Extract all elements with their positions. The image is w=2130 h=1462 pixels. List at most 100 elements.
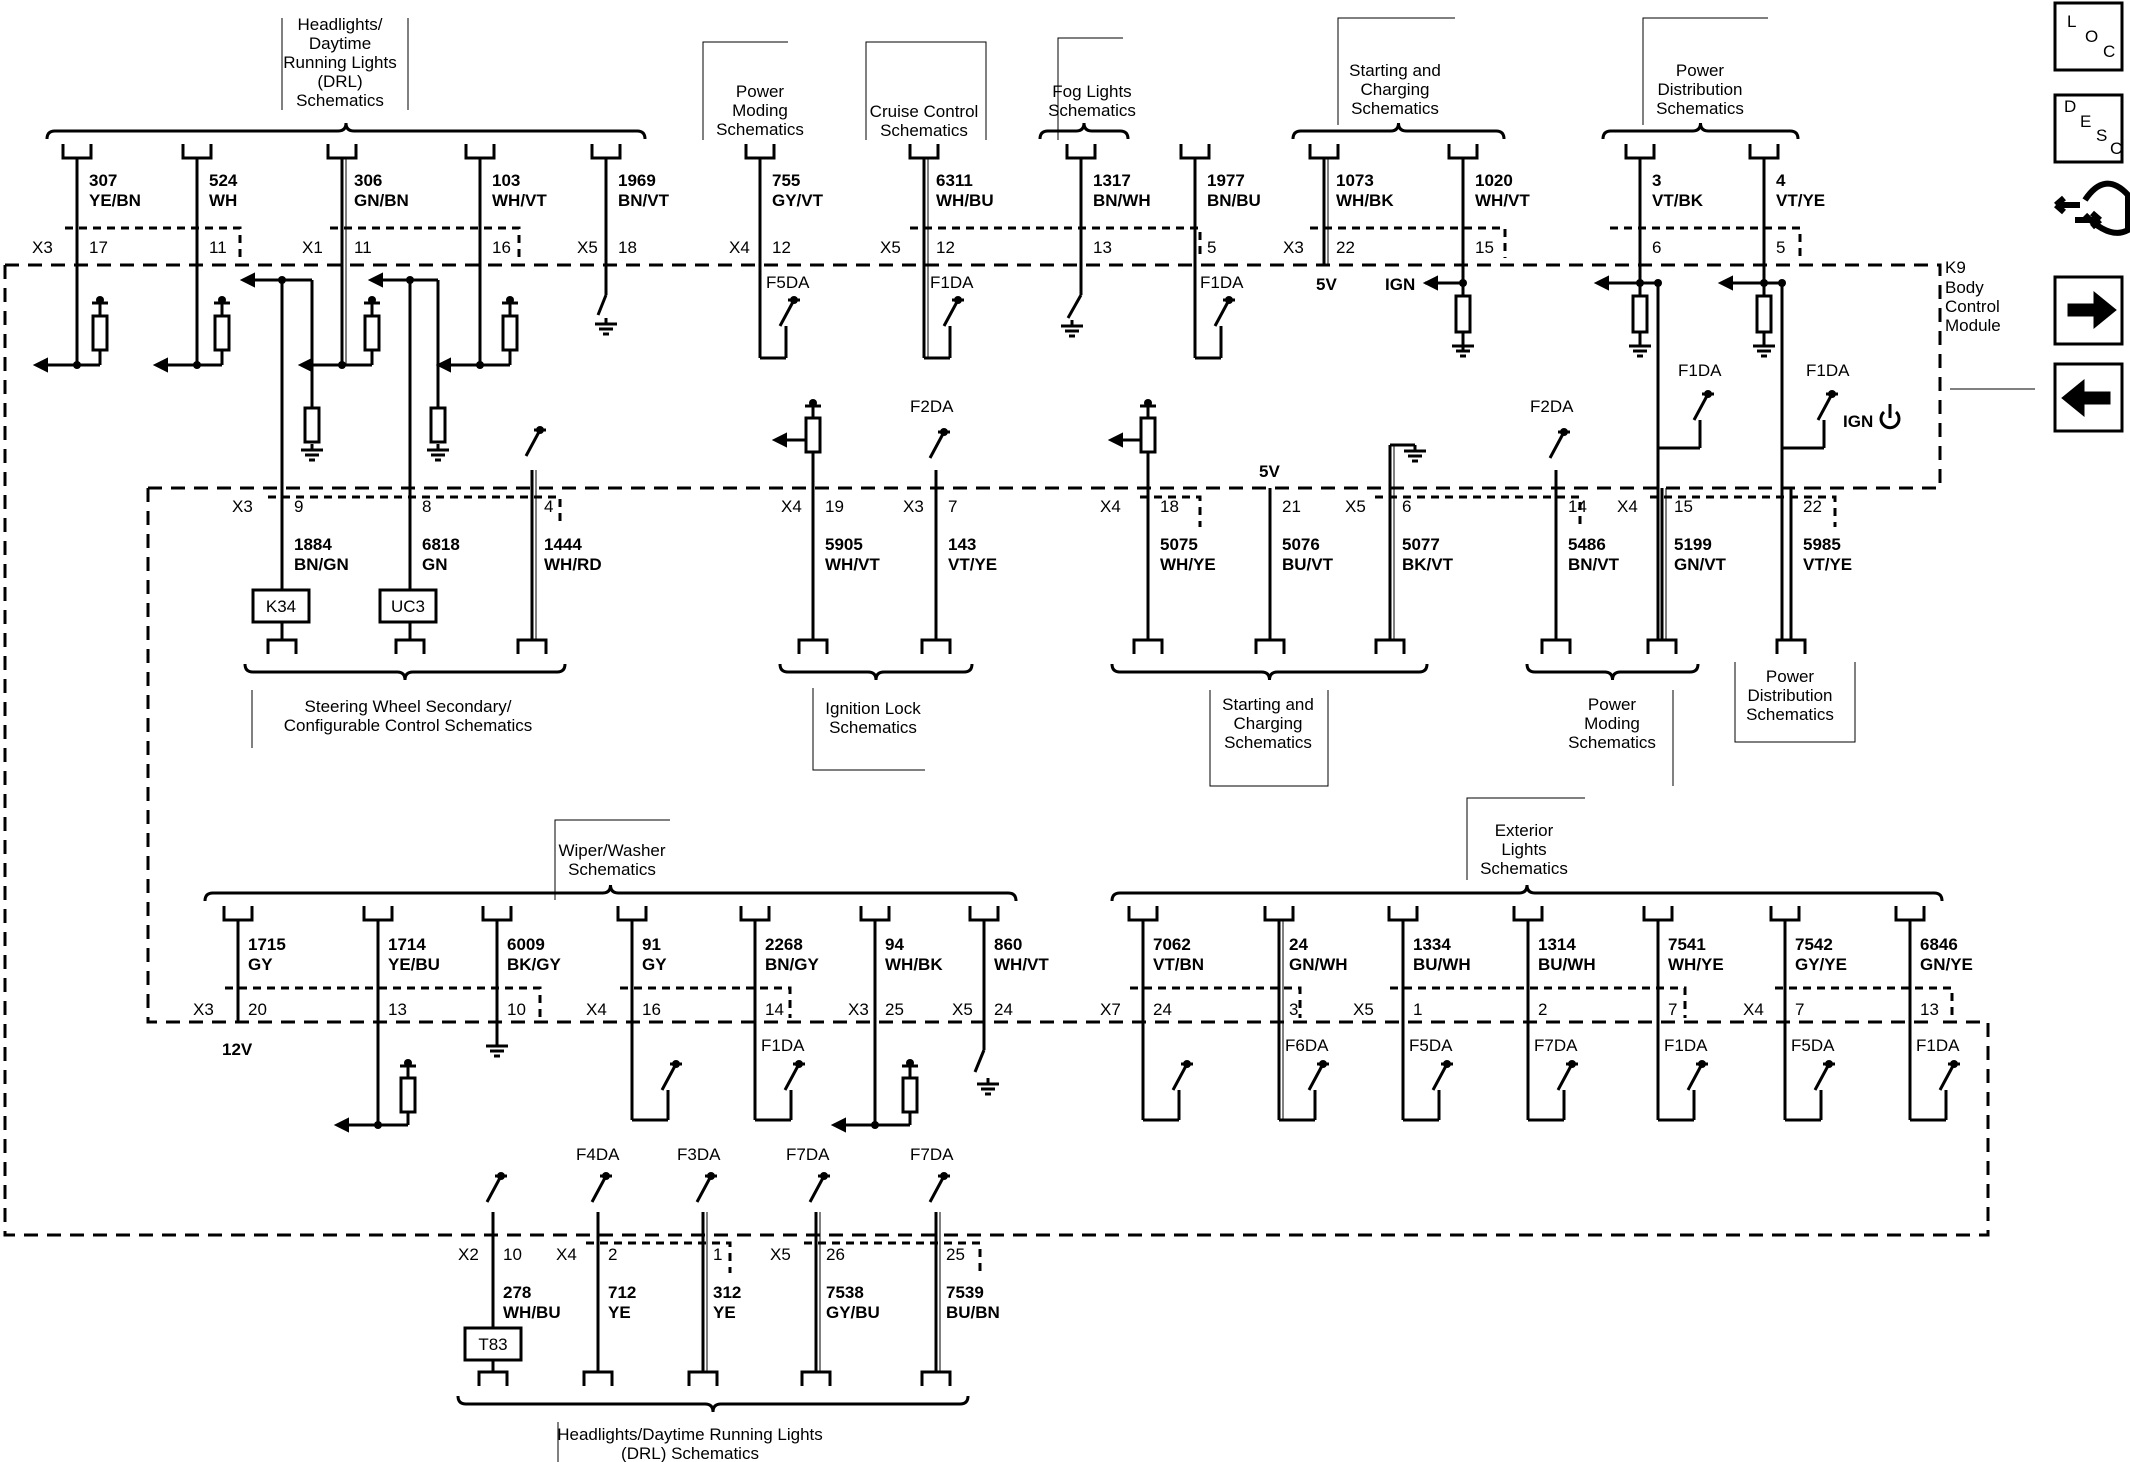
group-fog-frame	[1057, 37, 1123, 140]
connector-plug	[464, 144, 496, 160]
connector-id: X4	[1617, 497, 1638, 516]
supply-dot	[809, 399, 817, 407]
connector-boundary	[1610, 226, 1802, 258]
fuse-label: F1DA	[1678, 361, 1722, 380]
connector-plug	[1512, 906, 1544, 922]
wire-color: BK/GY	[507, 955, 562, 974]
connector-id: X5	[770, 1245, 791, 1264]
next-arrow-icon	[2067, 290, 2117, 330]
wire-color: BU/BN	[946, 1303, 1000, 1322]
wire-color: YE/BN	[89, 191, 141, 210]
harness-brace	[1525, 663, 1700, 681]
wire-color: WH/VT	[1475, 191, 1530, 210]
resistor-symbol	[1755, 294, 1773, 334]
connector-id: X4	[729, 238, 750, 257]
circuit-number: 860	[994, 935, 1022, 954]
wire-color: VT/BK	[1652, 191, 1704, 210]
connector-plug	[1254, 638, 1286, 654]
wire-color: WH/VT	[492, 191, 547, 210]
wire-color: BN/VT	[1568, 555, 1620, 574]
component-k34	[251, 588, 311, 624]
supply-dot	[368, 296, 376, 304]
module-ref: K9	[1945, 258, 1966, 277]
desc-letter: E	[2080, 112, 2091, 131]
module-name: Module	[1945, 316, 2001, 335]
connector-id: X5	[577, 238, 598, 257]
harness-brace	[778, 663, 974, 681]
group-powerdist-mid: Distribution	[1747, 686, 1832, 705]
pin-number: 15	[1674, 497, 1693, 516]
connector-plug	[362, 906, 394, 922]
group-headlights-top: Headlights/	[297, 15, 382, 34]
group-steering: Steering Wheel Secondary/	[305, 697, 512, 716]
switch-symbol	[928, 431, 946, 459]
connector-plug	[582, 1370, 614, 1386]
pin-number: 10	[507, 1000, 526, 1019]
connector-plug	[1646, 638, 1678, 654]
connector-plug	[516, 638, 548, 654]
wire-color: BN/GY	[765, 955, 820, 974]
pin-number: 12	[772, 238, 791, 257]
connector-plug	[908, 144, 940, 160]
connector-plug	[1263, 906, 1295, 922]
pin-number: 13	[1093, 238, 1112, 257]
connector-id: X4	[1100, 497, 1121, 516]
wire-color: BK/VT	[1402, 555, 1454, 574]
connector-boundary	[804, 1241, 982, 1273]
wire-color: WH/BU	[503, 1303, 561, 1322]
connector-plug	[1624, 144, 1656, 160]
loc-letter: C	[2103, 42, 2115, 61]
circuit-number: 94	[885, 935, 904, 954]
group-starting-mid-frame	[1209, 690, 1329, 787]
group-power-moding-top: Power	[736, 82, 785, 101]
wire-color: BN/BU	[1207, 191, 1261, 210]
signal-arrow	[367, 272, 383, 288]
circuit-number: 1020	[1475, 171, 1513, 190]
circuit-number: 7542	[1795, 935, 1833, 954]
pin-number: 26	[826, 1245, 845, 1264]
group-fog: Fog Lights	[1052, 82, 1131, 101]
loc-letter: L	[2067, 12, 2076, 31]
switch-symbol	[1431, 1063, 1449, 1091]
voltage-label: 5V	[1316, 275, 1337, 294]
wire-color: BN/WH	[1093, 191, 1151, 210]
switch-symbol	[1816, 393, 1834, 421]
connector-plug	[687, 1370, 719, 1386]
wire-color: GN/YE	[1920, 955, 1973, 974]
pin-number: 12	[936, 238, 955, 257]
wire-color: BU/WH	[1413, 955, 1471, 974]
pin-number: 6	[1652, 238, 1661, 257]
wire-color: WH/BK	[1336, 191, 1394, 210]
connector-plug	[920, 638, 952, 654]
circuit-number: 3	[1652, 171, 1661, 190]
pin-number: 13	[388, 1000, 407, 1019]
connector-plug	[1374, 638, 1406, 654]
resistor-symbol	[1454, 294, 1472, 334]
pin-number: 20	[248, 1000, 267, 1019]
wire-color: GN/WH	[1289, 955, 1348, 974]
circuit-number: 1444	[544, 535, 582, 554]
wire-color: WH/VT	[825, 555, 880, 574]
group-starting-top: Charging	[1361, 80, 1430, 99]
wire-color: GY	[642, 955, 667, 974]
circuit-number: 4	[1776, 171, 1786, 190]
circuit-number: 7538	[826, 1283, 864, 1302]
loc-button	[2053, 1, 2124, 72]
component-uc3	[378, 588, 438, 624]
connector-boundary	[1390, 986, 1687, 1018]
group-headlights-top-frame	[281, 18, 409, 110]
connector-plug	[1065, 144, 1097, 160]
component-t83: T83	[478, 1335, 507, 1354]
switch-symbol	[590, 1175, 608, 1203]
circuit-number: 1314	[1538, 935, 1576, 954]
harness-brace	[1601, 122, 1800, 140]
fuse-label: F2DA	[1530, 397, 1574, 416]
resistor-symbol	[213, 314, 231, 352]
circuit-number: 312	[713, 1283, 741, 1302]
harness-brace	[203, 884, 1018, 902]
wire-color: BN/VT	[618, 191, 670, 210]
signal-arrow	[1422, 275, 1438, 291]
voltage-label: 5V	[1259, 462, 1280, 481]
connector-plug	[394, 638, 426, 654]
pin-number: 9	[294, 497, 303, 516]
